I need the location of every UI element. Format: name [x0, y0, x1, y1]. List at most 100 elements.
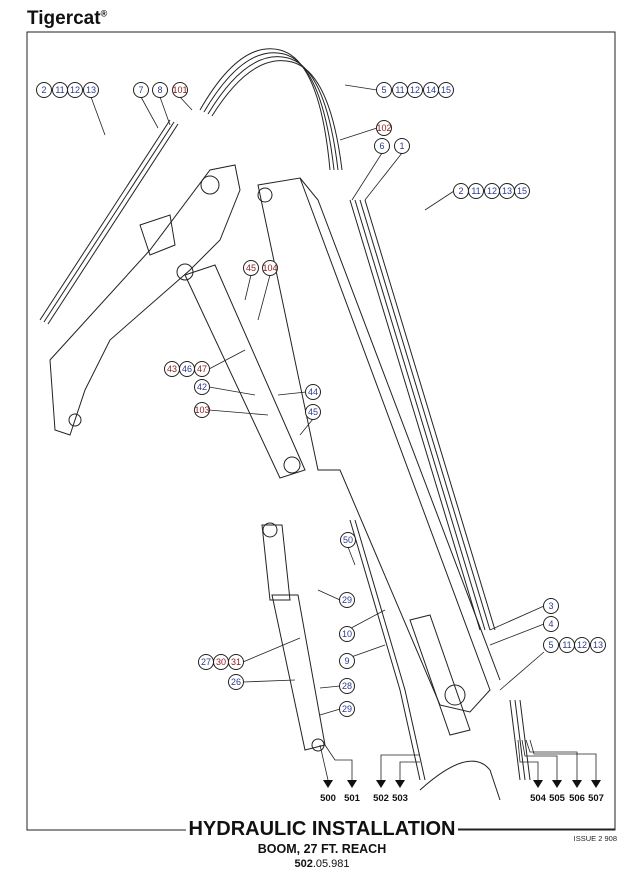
svg-text:5: 5 — [381, 85, 386, 95]
svg-text:45: 45 — [308, 407, 318, 417]
diagram-frame — [26, 31, 616, 831]
hose-arrow-505: 505 — [549, 780, 566, 804]
hose-arrow-502: 502 — [373, 780, 389, 804]
svg-text:2: 2 — [458, 186, 463, 196]
svg-text:15: 15 — [441, 85, 451, 95]
svg-text:104: 104 — [262, 263, 277, 273]
callout-28[interactable]: 28 — [339, 678, 355, 694]
callout-44[interactable]: 44 — [305, 384, 321, 400]
callout-45b[interactable]: 45 — [305, 404, 321, 420]
callout-29b[interactable]: 29 — [339, 701, 355, 717]
svg-text:29: 29 — [342, 595, 352, 605]
callout-27[interactable]: 27 — [198, 654, 214, 670]
svg-text:50: 50 — [343, 535, 353, 545]
callout-47[interactable]: 47 — [194, 361, 210, 377]
callout[interactable]: 13 — [499, 183, 515, 199]
brand-logo: Tigercat® — [27, 8, 107, 30]
svg-text:500: 500 — [320, 793, 336, 804]
svg-text:29: 29 — [342, 704, 352, 714]
callout[interactable]: 12 — [574, 637, 590, 653]
callout-46[interactable]: 46 — [179, 361, 195, 377]
svg-text:4: 4 — [548, 619, 553, 629]
svg-text:45: 45 — [246, 263, 256, 273]
callout-26[interactable]: 26 — [228, 674, 244, 690]
callout[interactable]: 2 — [36, 82, 52, 98]
page-title: HYDRAULIC INSTALLATION — [0, 818, 644, 841]
callout[interactable]: 2 — [453, 183, 469, 199]
callout-group-2-11-12-13: 2 11 12 13 — [36, 82, 99, 98]
part-number-prefix: 502 — [294, 858, 313, 870]
callout[interactable]: 12 — [484, 183, 500, 199]
svg-text:505: 505 — [549, 793, 566, 804]
svg-text:31: 31 — [231, 657, 241, 667]
callout[interactable]: 12 — [67, 82, 83, 98]
callout[interactable]: 12 — [407, 82, 423, 98]
callout-31[interactable]: 31 — [228, 654, 244, 670]
svg-text:3: 3 — [548, 601, 553, 611]
callout-50[interactable]: 50 — [340, 532, 356, 548]
callout-3[interactable]: 3 — [543, 598, 559, 614]
svg-text:13: 13 — [593, 640, 603, 650]
svg-text:103: 103 — [194, 405, 209, 415]
callout[interactable]: 11 — [559, 637, 575, 653]
bucket-link-art — [419, 699, 531, 801]
part-number: 502.05.981 — [0, 858, 644, 870]
callout[interactable]: 5 — [543, 637, 559, 653]
callout-group-5-11-12-13: 5 11 12 13 — [543, 637, 606, 653]
callout-42[interactable]: 42 — [194, 379, 210, 395]
callout-6[interactable]: 6 — [374, 138, 390, 154]
svg-text:11: 11 — [471, 186, 480, 196]
svg-text:13: 13 — [502, 186, 512, 196]
callout-10[interactable]: 10 — [339, 626, 355, 642]
callout[interactable]: 15 — [514, 183, 530, 199]
svg-text:11: 11 — [562, 640, 571, 650]
callout[interactable]: 11 — [468, 183, 484, 199]
svg-text:47: 47 — [197, 364, 207, 374]
callout-4[interactable]: 4 — [543, 616, 559, 632]
svg-text:503: 503 — [392, 793, 408, 804]
callout-1[interactable]: 1 — [394, 138, 410, 154]
hose-arrow-501: 501 — [344, 780, 361, 804]
part-number-suffix: .05.981 — [312, 858, 350, 870]
stick-cylinder-art — [261, 522, 326, 752]
svg-text:12: 12 — [410, 85, 420, 95]
callout-104[interactable]: 104 — [262, 260, 278, 276]
svg-text:6: 6 — [379, 141, 384, 151]
callout[interactable]: 8 — [152, 82, 168, 98]
svg-text:15: 15 — [517, 186, 527, 196]
brand-mark: ® — [100, 8, 108, 19]
callout[interactable]: 13 — [83, 82, 99, 98]
svg-text:11: 11 — [55, 85, 64, 95]
callout[interactable]: 14 — [423, 82, 439, 98]
title-text: HYDRAULIC INSTALLATION — [186, 818, 458, 840]
callout[interactable]: 101 — [172, 82, 188, 98]
callout-102[interactable]: 102 — [376, 120, 392, 136]
callout[interactable]: 11 — [392, 82, 408, 98]
leader-lines — [90, 84, 597, 781]
svg-text:26: 26 — [231, 677, 241, 687]
boom-art — [257, 177, 501, 736]
callout-30[interactable]: 30 — [213, 654, 229, 670]
callout[interactable]: 15 — [438, 82, 454, 98]
hose-arrow-507: 507 — [588, 780, 604, 804]
svg-text:504: 504 — [530, 793, 547, 804]
callout-29[interactable]: 29 — [339, 592, 355, 608]
stick-art — [49, 164, 241, 436]
hose-arrow-503: 503 — [392, 780, 408, 804]
callout-45[interactable]: 45 — [243, 260, 259, 276]
callout[interactable]: 7 — [133, 82, 149, 98]
callout[interactable]: 11 — [52, 82, 68, 98]
page-subtitle: BOOM, 27 FT. REACH — [257, 842, 387, 856]
callout-9[interactable]: 9 — [339, 653, 355, 669]
svg-text:43: 43 — [167, 364, 177, 374]
svg-text:501: 501 — [344, 793, 361, 804]
callout[interactable]: 5 — [376, 82, 392, 98]
callout-103[interactable]: 103 — [194, 402, 210, 418]
svg-text:14: 14 — [426, 85, 436, 95]
hose-bundle-art — [39, 48, 496, 781]
svg-text:13: 13 — [86, 85, 96, 95]
callout-43[interactable]: 43 — [164, 361, 180, 377]
svg-text:27: 27 — [201, 657, 211, 667]
callout[interactable]: 13 — [590, 637, 606, 653]
